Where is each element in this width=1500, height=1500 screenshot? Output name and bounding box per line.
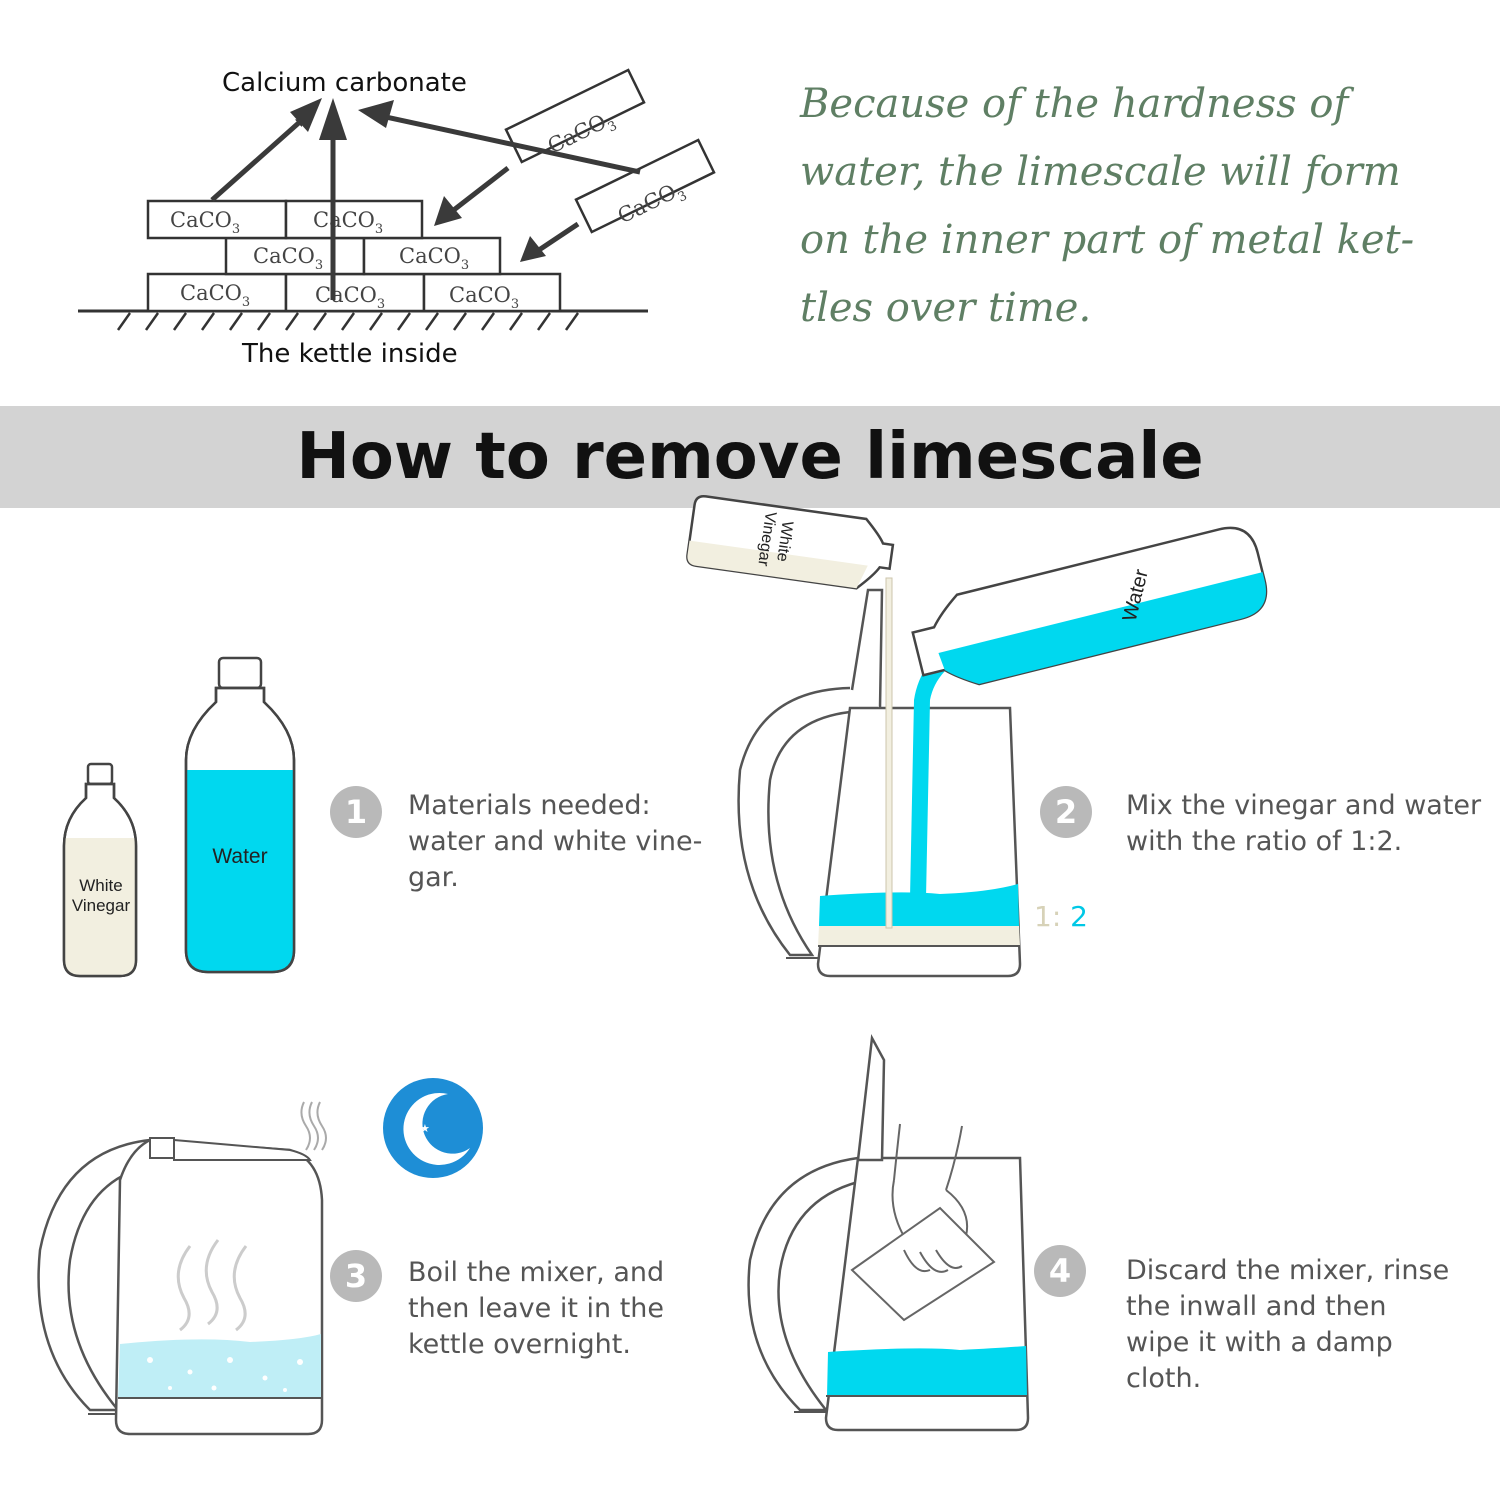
hand-with-cloth xyxy=(850,1123,996,1322)
svg-text:★: ★ xyxy=(420,1122,430,1135)
step-line: Boil the mixer, and xyxy=(408,1257,665,1288)
limescale-diagram: CaCO3 CaCO3 CaCO3 CaCO3 CaCO3 CaCO3 CaCO… xyxy=(78,68,716,331)
step-line: wipe it with a damp xyxy=(1126,1327,1393,1358)
step-line: with the ratio of 1:2. xyxy=(1126,826,1403,857)
kettle-handle xyxy=(37,1138,151,1412)
step-line: then leave it in the xyxy=(408,1293,665,1324)
title-banner: How to remove limescale xyxy=(0,406,1500,508)
step-line: kettle overnight. xyxy=(408,1329,631,1360)
svg-text:★: ★ xyxy=(410,1136,419,1147)
steam-icon xyxy=(300,1101,327,1151)
banner-title: How to remove limescale xyxy=(296,420,1204,494)
vinegar-label-line: Vinegar xyxy=(71,896,131,915)
step-number-4: 4 xyxy=(1034,1245,1086,1297)
diagram-top-label: Calcium carbonate xyxy=(222,68,467,98)
step-line: water and white vine- xyxy=(408,826,703,857)
brick-label: CaCO3 xyxy=(313,208,383,237)
step-line: Materials needed: xyxy=(408,790,651,821)
brick-label: CaCO3 xyxy=(180,281,250,310)
water-bottle xyxy=(184,656,296,974)
step-line: gar. xyxy=(408,862,459,893)
vinegar-label-line: White xyxy=(79,876,123,895)
intro-line: on the inner part of metal ket- xyxy=(800,217,1415,263)
step-line: the inwall and then xyxy=(1126,1291,1387,1322)
water-bottle-label: Water xyxy=(212,845,268,868)
step-line: cloth. xyxy=(1126,1363,1202,1394)
ratio-label: 1: 2 xyxy=(1034,900,1088,933)
vinegar-bottle-label: White Vinegar xyxy=(64,876,138,916)
intro-line: tles over time. xyxy=(800,285,1092,331)
brick-label: CaCO3 xyxy=(399,244,469,273)
step-2-text: Mix the vinegar and water with the ratio… xyxy=(1126,788,1481,860)
step-3-text: Boil the mixer, and then leave it in the… xyxy=(408,1255,664,1363)
step-4-text: Discard the mixer, rinse the inwall and … xyxy=(1126,1253,1449,1397)
arrow-up-left xyxy=(210,116,306,202)
brick-row-middle xyxy=(224,236,502,276)
diagram-bottom-label: The kettle inside xyxy=(242,339,458,369)
ratio-water: 2 xyxy=(1070,900,1088,933)
steam-icon xyxy=(176,1239,248,1332)
moon-stars-icon: ★ ★ ★ xyxy=(383,1078,483,1178)
kettle-handle xyxy=(747,1156,859,1412)
arrow-to-label xyxy=(367,110,641,175)
intro-line: Because of the hardness of xyxy=(800,81,1349,127)
step-number-1: 1 xyxy=(330,786,382,838)
svg-text:★: ★ xyxy=(410,1104,423,1120)
intro-text: Because of the hardness of water, the li… xyxy=(800,70,1440,342)
step-number-2: 2 xyxy=(1040,786,1092,838)
brick-label: CaCO3 xyxy=(315,283,385,312)
brick-label: CaCO3 xyxy=(449,283,519,312)
step-line: Mix the vinegar and water xyxy=(1126,790,1482,821)
pouring-water-bottle xyxy=(911,526,1268,686)
brick-label: CaCO3 xyxy=(170,208,240,237)
ratio-vinegar: 1: xyxy=(1034,900,1062,933)
vinegar-bottle xyxy=(62,762,138,978)
step-line: Discard the mixer, rinse xyxy=(1126,1255,1450,1286)
step-1-text: Materials needed: water and white vine- … xyxy=(408,788,702,896)
pouring-vinegar-bottle xyxy=(686,495,895,590)
intro-line: water, the limescale will form xyxy=(800,149,1401,195)
kettle-handle xyxy=(737,686,851,957)
arrow-deposit-1 xyxy=(442,166,510,220)
brick-label: CaCO3 xyxy=(253,244,323,273)
brick-row-top xyxy=(146,199,424,240)
wall-hatching xyxy=(116,312,580,331)
step-number-3: 3 xyxy=(330,1250,382,1302)
